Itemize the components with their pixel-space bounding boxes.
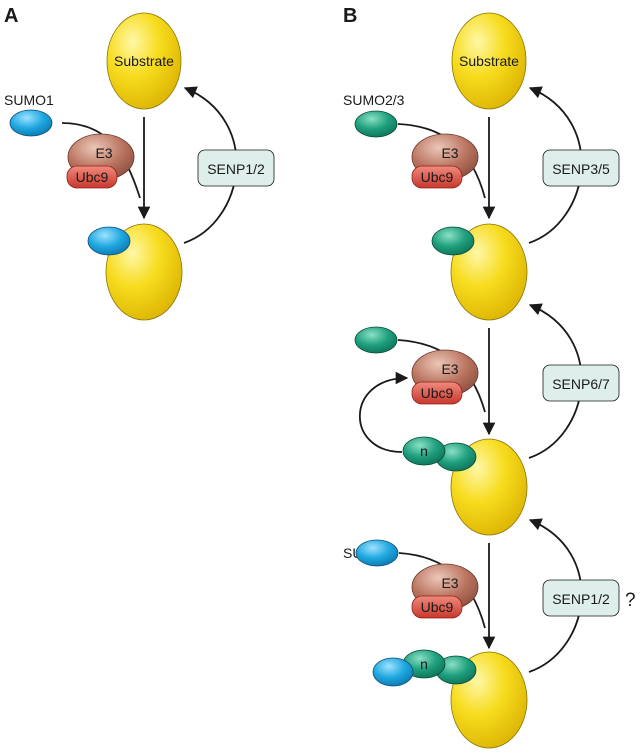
ubc9-a (66, 165, 118, 189)
substrate-b-top (451, 12, 527, 110)
panel-b-letter: B (343, 5, 357, 27)
ubc9-a-label: Ubc9 (76, 169, 109, 185)
ubc9-b-step3 (411, 595, 463, 619)
panel-b: B Substrate SUMO2/3 E3 Ubc9 SENP3/5 E3 U… (343, 5, 636, 749)
chain-b-step2-label: n (420, 443, 428, 459)
ubc9-b-step2 (411, 381, 463, 405)
senp-b-step2-label: SENP6/7 (552, 376, 610, 392)
senp-b-step3-label: SENP1/2 (552, 591, 610, 607)
e3-b-step3-label: E3 (441, 575, 458, 591)
e3-b-step2-label: E3 (441, 361, 458, 377)
sumo1-a (9, 109, 53, 137)
chain-b-step3-label: n (420, 656, 428, 672)
senp-box-b-step3 (542, 579, 620, 617)
substrate-a-label: Substrate (114, 53, 174, 69)
ubc9-b-step2-label: Ubc9 (421, 385, 454, 401)
e3-b-step1-label: E3 (441, 145, 458, 161)
chain-loop-arrow (358, 371, 409, 453)
sumo23-b-chain-2n (402, 436, 446, 466)
uncertainty-question-mark: ? (625, 590, 636, 611)
sumo1-b-chain-cap (372, 657, 414, 687)
substrate-b-label: Substrate (459, 53, 519, 69)
substrate-a-top (106, 12, 182, 110)
panel-a-letter: A (4, 5, 18, 27)
senp-box-b-step1 (542, 149, 620, 187)
senp-box-b-step2 (542, 364, 620, 402)
ubc9-b-step1-label: Ubc9 (421, 169, 454, 185)
ubc9-b-step1 (411, 165, 463, 189)
ubc9-b-step3-label: Ubc9 (421, 599, 454, 615)
sumo23-b-step1 (354, 110, 398, 138)
e3-a-label: E3 (95, 145, 112, 161)
sumo23-b-attached-1 (431, 226, 475, 256)
sumo23-b-label: SUMO2/3 (343, 92, 405, 108)
senp-box-a (197, 149, 275, 187)
senp-b-step1-label: SENP3/5 (552, 161, 610, 177)
sumo1-a-label: SUMO1 (4, 92, 54, 108)
panel-a: A Substrate SUMO1 E3 Ubc9 SENP1/2 (4, 5, 275, 321)
senp-a-label: SENP1/2 (207, 161, 265, 177)
sumo1-a-attached (87, 226, 131, 256)
sumo1-b-step3 (355, 539, 399, 567)
sumo23-b-step2 (354, 326, 398, 354)
